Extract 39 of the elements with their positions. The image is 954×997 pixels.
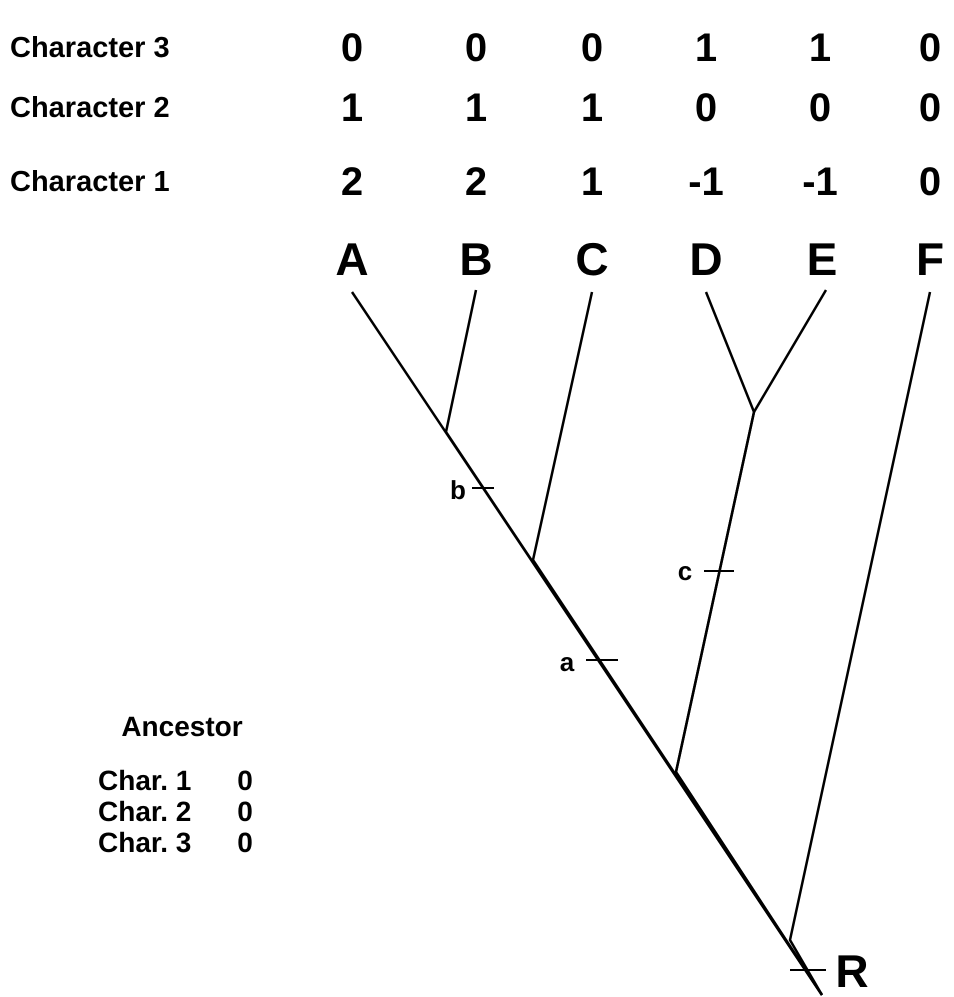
character-value: -1 (688, 162, 724, 202)
row-label: Character 1 (10, 168, 170, 196)
character-value: 0 (808, 88, 832, 128)
character-value: 0 (464, 28, 488, 68)
character-value: 0 (918, 162, 942, 202)
tick-label: c (678, 558, 692, 584)
tick-label: a (560, 649, 574, 675)
character-value: 0 (340, 28, 364, 68)
taxon-label: A (329, 236, 375, 288)
character-value: 0 (918, 88, 942, 128)
heading: Ancestor (121, 713, 243, 741)
character-value: 1 (340, 88, 364, 128)
row-label: Character 2 (10, 94, 170, 122)
taxon-label: D (683, 236, 729, 288)
character-value: 0 (237, 798, 253, 826)
taxon-label: C (569, 236, 615, 288)
character-value: -1 (802, 162, 838, 202)
character-value: 1 (808, 28, 832, 68)
taxon-label: B (453, 236, 499, 288)
taxon-label: E (799, 236, 845, 288)
character-value: 1 (694, 28, 718, 68)
character-value: 2 (340, 162, 364, 202)
character-value: 1 (580, 162, 604, 202)
taxon-label: F (910, 236, 950, 288)
character-value: 0 (237, 767, 253, 795)
character-value: 0 (580, 28, 604, 68)
row-label: Character 3 (10, 34, 170, 62)
character-value: 0 (237, 829, 253, 857)
character-value: 0 (694, 88, 718, 128)
tree-branch (788, 292, 932, 996)
character-value: 1 (580, 88, 604, 128)
row-label: Char. 1 (98, 767, 192, 795)
character-value: 2 (464, 162, 488, 202)
row-label: Char. 2 (98, 798, 192, 826)
tick-label: b (450, 477, 466, 503)
row-label: Char. 3 (98, 829, 192, 857)
character-value: 1 (464, 88, 488, 128)
character-value: 0 (918, 28, 942, 68)
taxon-label: R (830, 948, 874, 994)
